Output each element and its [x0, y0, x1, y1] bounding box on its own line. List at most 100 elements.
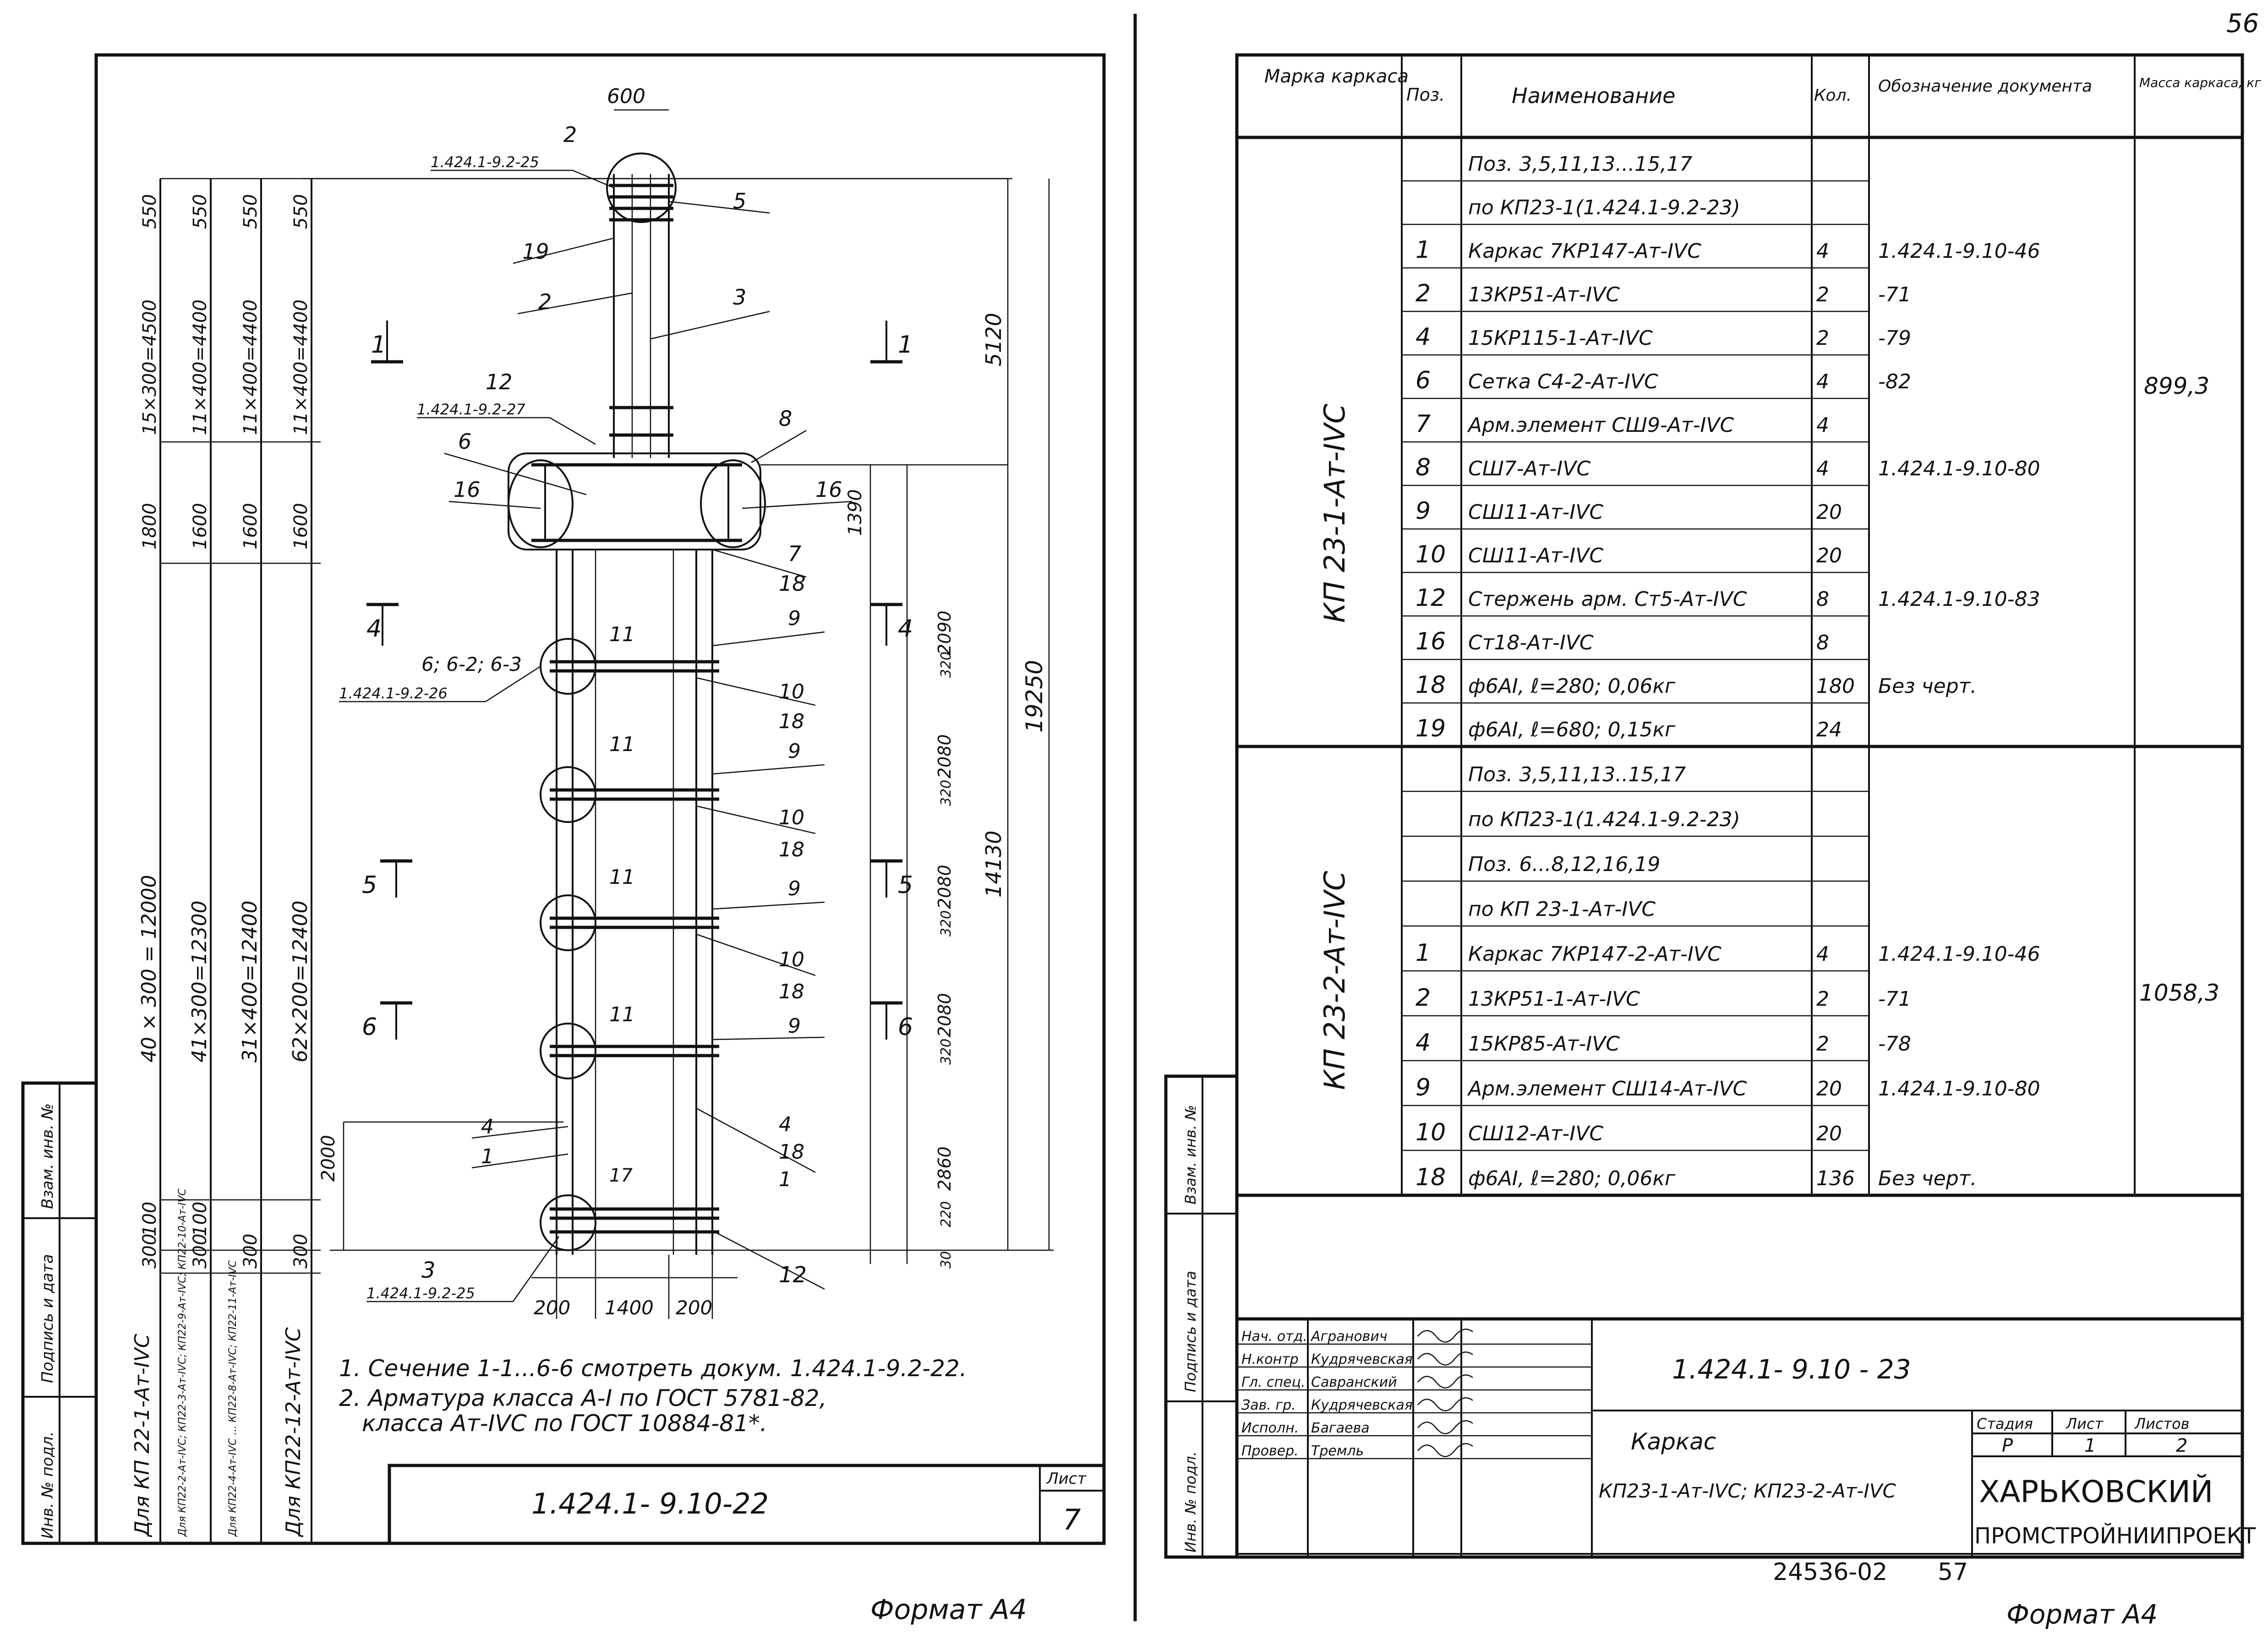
column-elevation	[508, 153, 766, 1255]
callout-3b: 3	[421, 1258, 436, 1283]
dim-seq-8: 2860	[935, 1146, 955, 1191]
dim-seq-2: 2080	[935, 734, 955, 779]
cell-pos: 4	[1415, 323, 1431, 351]
signature-mark	[1417, 1374, 1473, 1389]
sec-4-right: 4	[898, 615, 913, 643]
cell-doc: Без черт.	[1878, 675, 1977, 698]
org-line-2: ПРОМСТРОЙНИИПРОЕКТ	[1974, 1523, 2256, 1549]
c3-d3: 1600	[240, 503, 261, 550]
cell-name: Ст18-Ат-IVC	[1468, 631, 1594, 654]
c4-d5: 300	[290, 1234, 312, 1269]
cell-pos: 10	[1415, 541, 1446, 568]
cell-qty: 4	[1816, 414, 1829, 437]
cell-doc: 1.424.1-9.10-80	[1878, 457, 2040, 480]
cell-qty: 24	[1816, 718, 1842, 741]
dim-seq-0: 2090	[935, 610, 955, 655]
callout-9-3: 9	[788, 877, 801, 900]
right-side-stamp	[1164, 1074, 1239, 1559]
dim-seq-9: 220	[938, 1201, 954, 1227]
dim-right-upper: 5120	[981, 313, 1006, 366]
cell-name: 15КР115-1-Ат-IVC	[1468, 327, 1653, 350]
left-stamp-sign: Подпись и дата	[38, 1254, 57, 1383]
sec-5-left: 5	[362, 871, 377, 899]
role-title: Исполн.	[1241, 1420, 1299, 1436]
callout-9-2: 9	[788, 740, 801, 763]
c4-d4: 62×200=12400	[289, 900, 312, 1062]
cell-pos: 16	[1415, 628, 1446, 655]
left-sheet-number: 7	[1063, 1503, 1081, 1536]
c3-d5: 300	[240, 1234, 261, 1269]
hdr-qty: Кол.	[1814, 86, 1852, 105]
c4-d2: 11×400=4400	[290, 300, 312, 435]
callout-11-4: 11	[609, 1003, 635, 1026]
cell-name: 15КР85-Ат-IVC	[1468, 1032, 1620, 1056]
cell-name: 13КР51-Ат-IVC	[1468, 283, 1620, 306]
callout-7: 7	[788, 541, 801, 566]
cell-qty: 20	[1816, 544, 1842, 567]
right-stamp-sign: Подпись и дата	[1182, 1271, 1199, 1392]
sec-4-left: 4	[366, 615, 382, 643]
role-title: Нач. отд.	[1241, 1329, 1307, 1345]
dim-seq-5: 320	[938, 910, 954, 937]
cell-name: по КП 23-1-Ат-IVC	[1468, 898, 1656, 921]
cell-name: ф6АI, ℓ=280; 0,06кг	[1468, 675, 1676, 698]
cell-qty: 20	[1816, 501, 1842, 524]
col-header-2: Для КП22-2-Ат-IVC; КП22-3-Ат-IVC; КП22-9…	[177, 1188, 188, 1537]
role-title: Провер.	[1241, 1443, 1299, 1459]
callout-9-4: 9	[788, 1014, 801, 1038]
signature-mark	[1417, 1397, 1473, 1411]
cell-pos: 2	[1415, 280, 1431, 307]
signature-mark	[1417, 1443, 1473, 1457]
group1-mass: 899,3	[2144, 373, 2209, 399]
callout-662: 6; 6-2; 6-3	[421, 653, 522, 675]
sec-1-left: 1	[371, 331, 386, 359]
cell-pos: 1	[1415, 939, 1431, 967]
c1-d1: 550	[139, 194, 160, 229]
dim-bottom-3: 200	[676, 1296, 712, 1319]
role-name: Савранский	[1311, 1374, 1397, 1390]
section-markers: 1 1 4 4 5 5 6 6	[362, 321, 913, 1041]
cell-qty: 180	[1816, 675, 1855, 698]
cell-name: по КП23-1(1.424.1-9.2-23)	[1468, 808, 1740, 831]
right-stamp-replace: Взам. инв. №	[1182, 1105, 1199, 1204]
c1-d2: 15×300=4500	[139, 300, 160, 435]
dim-seq-1: 320	[938, 652, 954, 678]
c1-d4: 40 × 300 = 12000	[137, 875, 161, 1062]
cell-doc: Без черт.	[1878, 1167, 1977, 1190]
cell-pos: 18	[1415, 1164, 1446, 1191]
role-name: Багаева	[1311, 1420, 1370, 1436]
cell-name: Каркас 7КР147-Ат-IVC	[1468, 240, 1701, 263]
signature-mark	[1417, 1420, 1473, 1434]
col-header-3: Для КП22-4-Ат-IVC ... КП22-8-Ат-IVC; КП2…	[227, 1260, 239, 1537]
dim-1390: 1390	[845, 489, 866, 536]
c3-d1: 550	[240, 194, 261, 229]
dim-right-total: 19250	[1021, 660, 1048, 733]
role-title: Зав. гр.	[1241, 1397, 1296, 1413]
c2-d6: 300	[190, 1234, 211, 1269]
cell-name: Поз. 3,5,11,13...15,17	[1468, 153, 1692, 176]
cell-doc: -82	[1878, 370, 1911, 393]
callout-1-right: 1	[779, 1168, 792, 1191]
sheets-label: Листов	[2134, 1415, 2190, 1432]
archive-number: 24536-02	[1773, 1558, 1887, 1586]
cell-doc: -71	[1878, 283, 1911, 306]
cell-qty: 2	[1816, 327, 1829, 350]
cell-name: ф6АI, ℓ=680; 0,15кг	[1468, 718, 1676, 741]
cell-pos: 9	[1415, 497, 1431, 525]
c1-d3: 1800	[139, 503, 160, 550]
callout-18: 18	[779, 571, 806, 596]
title-line-1: Каркас	[1631, 1428, 1716, 1455]
hdr-pos: Поз.	[1406, 85, 1445, 105]
c2-d2: 11×400=4400	[190, 300, 211, 435]
c3-d4: 31×400=12400	[238, 900, 262, 1062]
right-doc-code: 1.424.1- 9.10 - 23	[1672, 1354, 1911, 1385]
c4-d3: 1600	[290, 503, 312, 550]
cell-pos: 6	[1415, 367, 1431, 394]
title-line-2: КП23-1-Ат-IVC; КП23-2-Ат-IVC	[1599, 1480, 1896, 1502]
left-sheet-label: Лист	[1046, 1470, 1087, 1488]
left-stamp-replace: Взам. инв. №	[38, 1103, 57, 1209]
cell-name: СШ11-Ат-IVC	[1468, 544, 1603, 567]
c1-d6: 300	[139, 1234, 160, 1269]
dim-bottom-2: 1400	[605, 1296, 654, 1319]
